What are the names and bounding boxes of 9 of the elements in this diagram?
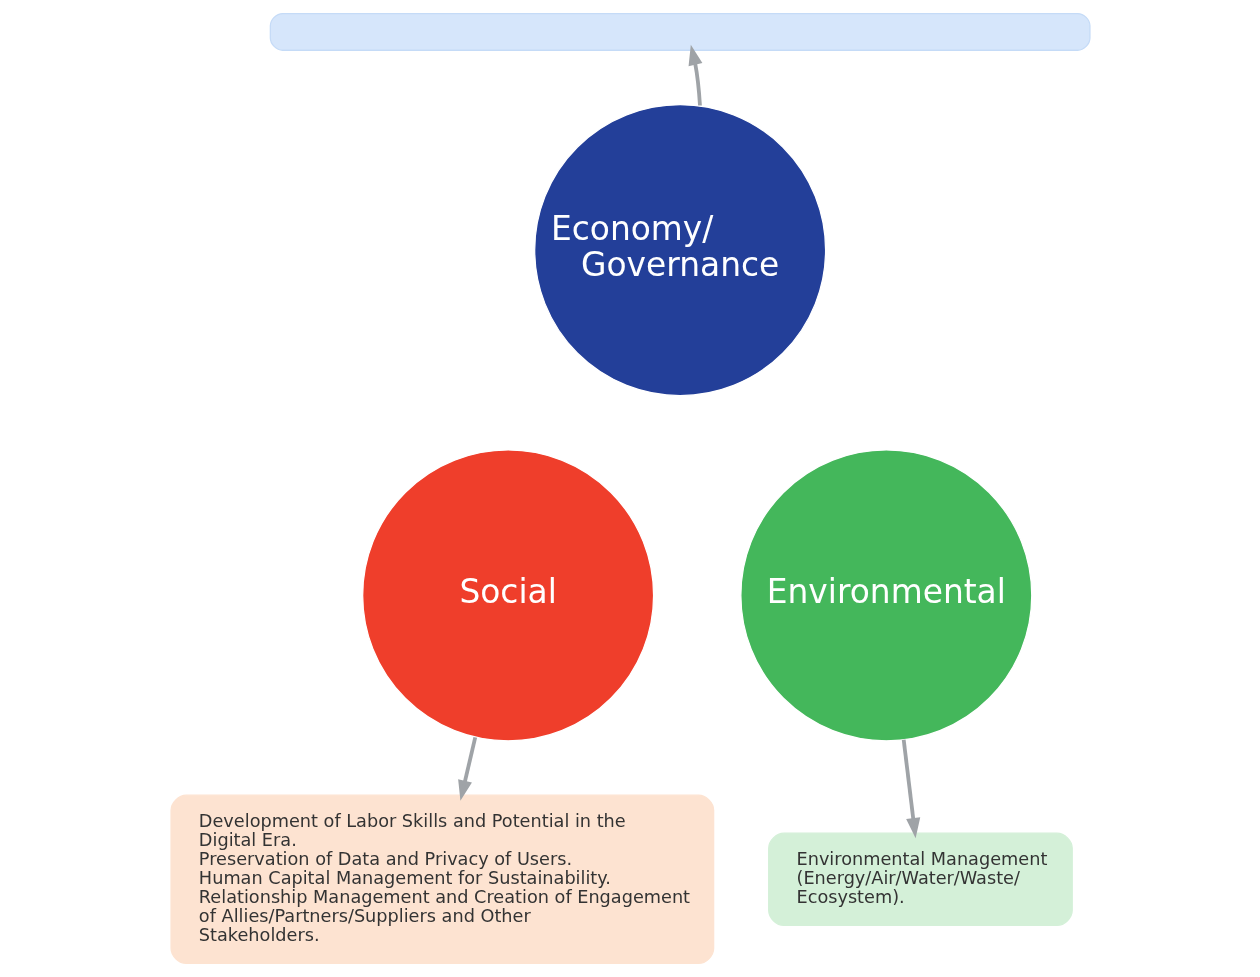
node-box	[269, 12, 1091, 51]
node-circle: Social	[361, 449, 654, 742]
arrow	[688, 44, 702, 106]
node-box: Development of Labor Skills and Potential in the Digital Era. Preservation of Data and Privacy of Users. Human Capital Management for Sustainability. Relationship Management and Creation of Engagement of Allies/Partners/Suppliers and Other Stakeholders.	[169, 794, 714, 965]
arrow	[901, 739, 920, 839]
node-box: Environmental Management (Energy/Air/Water/Waste/ Ecosystem).	[767, 832, 1073, 927]
node-circle: Economy/ Governance	[533, 104, 826, 397]
arrow	[457, 736, 477, 801]
node-circle: Environmental	[739, 449, 1032, 742]
